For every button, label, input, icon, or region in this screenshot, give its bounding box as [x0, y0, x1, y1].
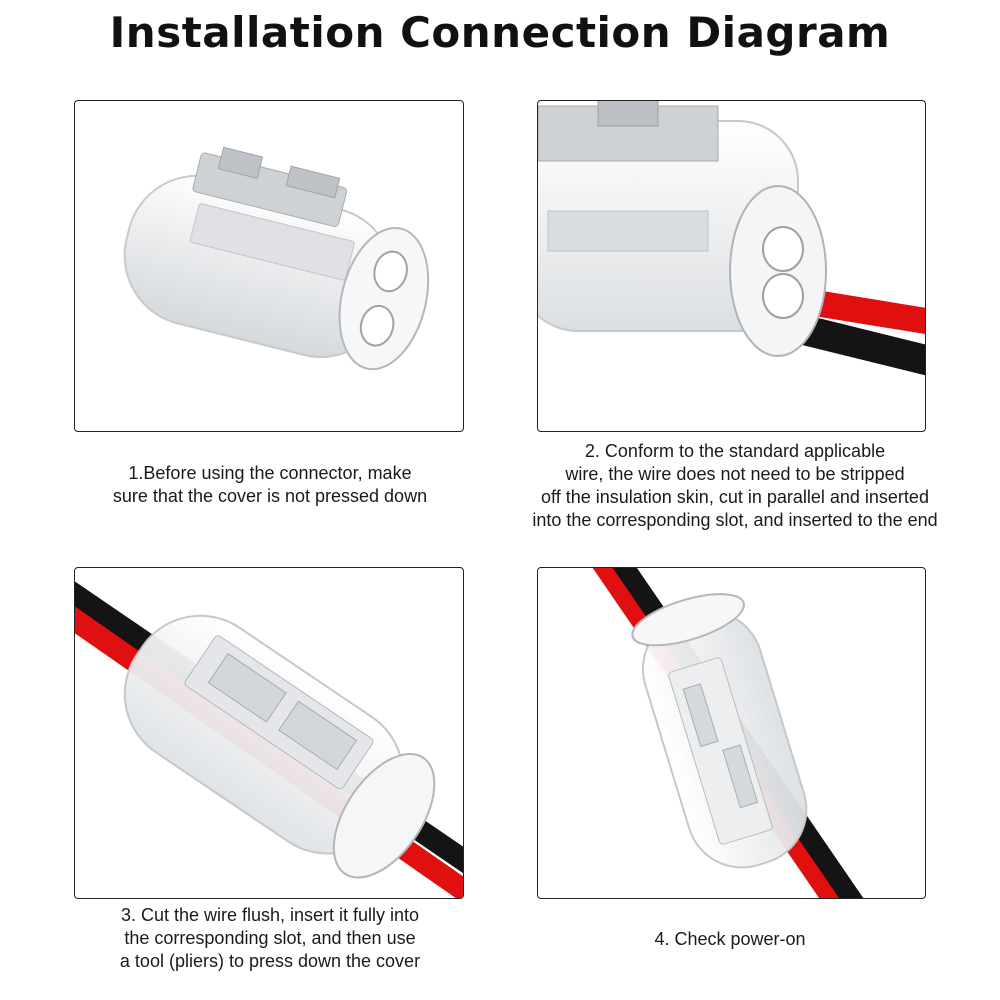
- caption-line: the corresponding slot, and then use: [124, 928, 416, 948]
- step-2-panel: [537, 100, 926, 432]
- step-4-caption: 4. Check power-on: [520, 928, 940, 951]
- caption-line: sure that the cover is not pressed down: [112, 486, 428, 506]
- step-1-caption: 1.Before using the connector, make sure …: [60, 462, 480, 508]
- wire-inserted-icon: [538, 101, 925, 376]
- step-1-panel: [74, 100, 464, 432]
- connector-open-icon: [123, 146, 430, 371]
- caption-line: wire, the wire does not need to be strip…: [565, 464, 905, 484]
- step-3-caption: 3. Cut the wire flush, insert it fully i…: [60, 904, 480, 973]
- page-title: Installation Connection Diagram: [109, 8, 891, 57]
- connector-pressed-icon: [75, 581, 463, 898]
- step-4-panel: [537, 567, 926, 899]
- step-2-caption: 2. Conform to the standard applicable wi…: [495, 440, 975, 532]
- caption-line: off the insulation skin, cut in parallel…: [541, 487, 929, 507]
- caption-line: 3. Cut the wire flush, insert it fully i…: [120, 905, 420, 925]
- step-3-panel: [74, 567, 464, 899]
- connector-powered-icon: [592, 568, 864, 898]
- caption-line: a tool (pliers) to press down the cover: [119, 951, 421, 971]
- caption-line: 2. Conform to the standard applicable: [584, 441, 886, 461]
- caption-line: 1.Before using the connector, make: [128, 463, 412, 483]
- caption-line: 4. Check power-on: [654, 929, 806, 949]
- caption-line: into the corresponding slot, and inserte…: [532, 510, 938, 530]
